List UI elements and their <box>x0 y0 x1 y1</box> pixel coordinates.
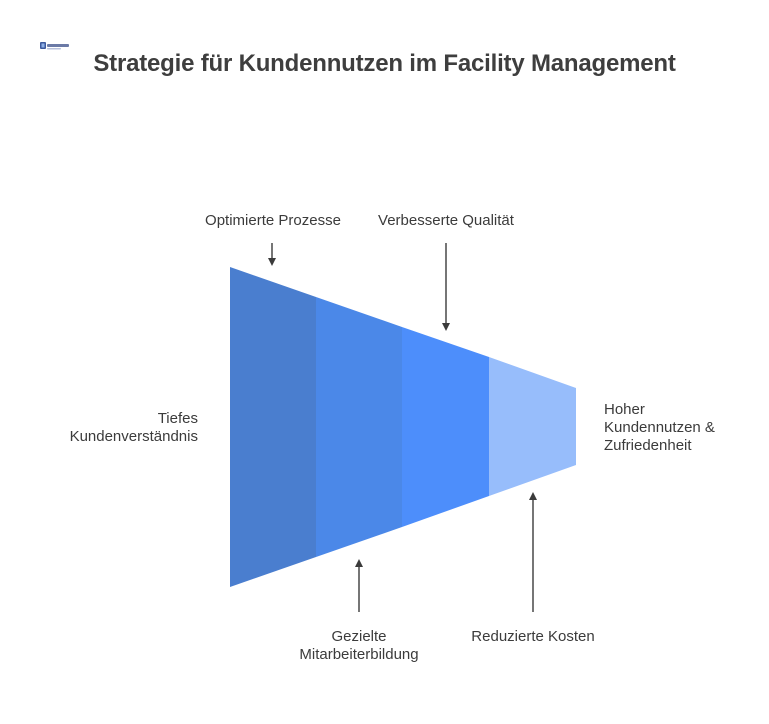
label-top-2: Verbesserte Qualität <box>378 212 514 229</box>
arrow-gezielte-mitarbeiterbildung <box>355 559 363 612</box>
funnel-segment-1 <box>230 267 316 587</box>
funnel-segment-4 <box>489 357 576 496</box>
arrow-reduzierte-kosten <box>529 492 537 612</box>
label-end: Hoher Kundennutzen & Zufriedenheit <box>604 401 715 454</box>
arrow-optimierte-prozesse <box>268 243 276 266</box>
page-title: Strategie für Kundennutzen im Facility M… <box>93 50 676 77</box>
logo-icon <box>40 42 69 50</box>
label-top-1: Optimierte Prozesse <box>205 212 341 229</box>
label-start: Tiefes Kundenverständnis <box>69 410 198 445</box>
arrow-verbesserte-qualitaet <box>442 243 450 331</box>
label-bottom-1: Gezielte Mitarbeiterbildung <box>299 628 419 663</box>
funnel-segment-2 <box>316 297 402 557</box>
label-bottom-2: Reduzierte Kosten <box>471 628 595 645</box>
funnel-segment-3 <box>402 327 489 527</box>
